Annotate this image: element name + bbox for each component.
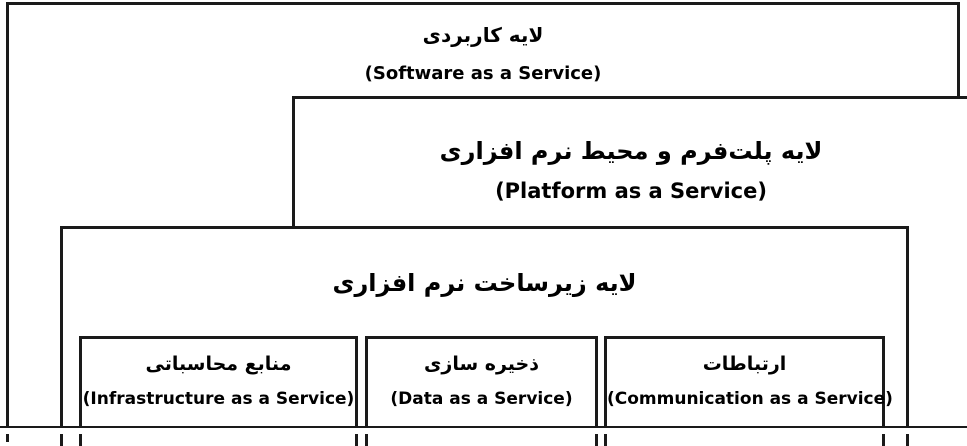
- compute-resources-subtitle: (Infrastructure as a Service): [82, 389, 355, 409]
- platform-layer-subtitle: (Platform as a Service): [495, 179, 767, 203]
- communication-subtitle: (Communication as a Service): [607, 389, 893, 409]
- storage-subtitle: (Data as a Service): [390, 389, 573, 409]
- application-layer-subtitle: (Software as a Service): [364, 63, 602, 84]
- platform-layer-title: لایه پلت‌فرم و محیط نرم افزاری: [439, 137, 823, 165]
- bottom-frame-rule: [0, 426, 967, 434]
- compute-resources-title: منابع محاسباتی: [145, 353, 292, 375]
- storage-title: ذخیره سازی: [423, 353, 540, 375]
- application-layer-title: لایه کاربردی: [422, 23, 544, 47]
- infrastructure-layer-title: لایه زیرساخت نرم افزاری: [332, 269, 637, 297]
- communication-title: ارتباطات: [702, 353, 787, 375]
